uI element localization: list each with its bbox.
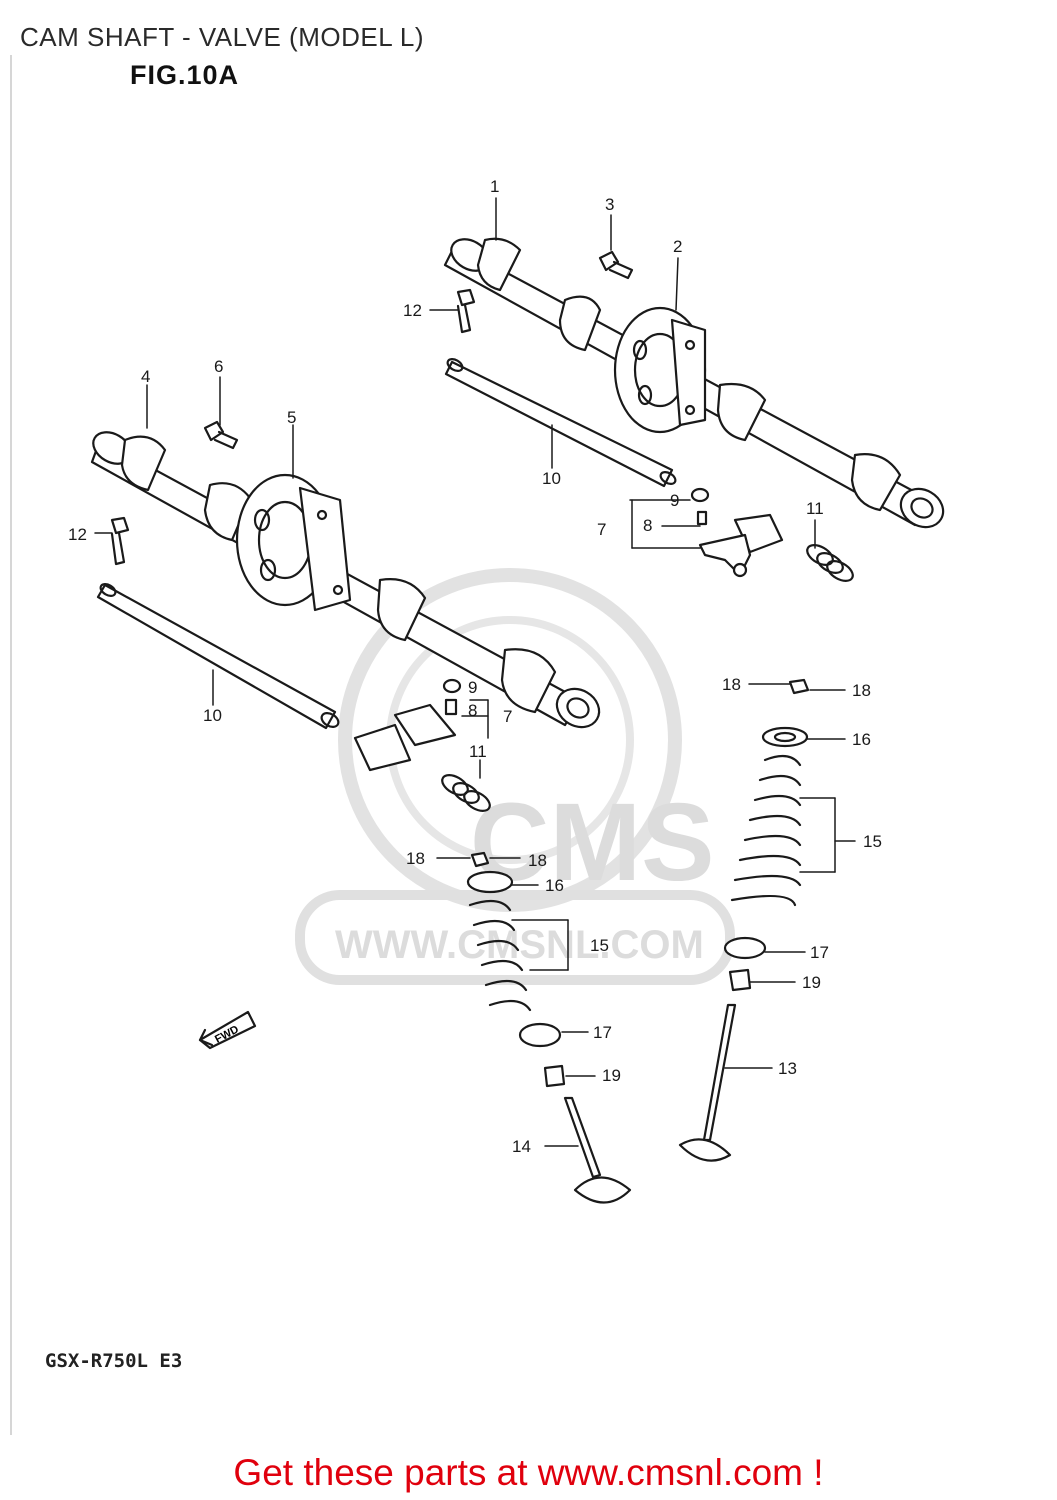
callout-label: 7 (597, 520, 606, 539)
spring-11-upper (806, 544, 854, 582)
bolt-3 (598, 250, 634, 280)
callout-label: 18 (528, 851, 547, 870)
callout-label: 2 (673, 237, 682, 256)
callout-label: 19 (802, 973, 821, 992)
callout-label: 18 (722, 675, 741, 694)
valve-stack-left (466, 851, 632, 1204)
callout-label: 8 (643, 516, 652, 535)
page-title: CAM SHAFT - VALVE (MODEL L) (20, 22, 425, 52)
sprocket-upper (613, 306, 707, 434)
callout-label: 18 (852, 681, 871, 700)
page-frame-rule (10, 55, 12, 1435)
rocker-arm-lower (353, 678, 462, 772)
fwd-label: FWD (213, 1023, 241, 1045)
callout-label: 17 (593, 1023, 612, 1042)
callout-label: 8 (468, 701, 477, 720)
callout-label: 5 (287, 408, 296, 427)
callout-label: 1 (490, 177, 499, 196)
figure-title: FIG.10A (130, 60, 240, 90)
callout-label: 6 (214, 357, 223, 376)
sprocket-lower (235, 473, 352, 612)
bolt-6 (203, 420, 239, 450)
valve-stack-right (678, 678, 810, 1162)
footer-cta-link[interactable]: Get these parts at www.cmsnl.com ! (233, 1452, 824, 1493)
callout-label: 10 (203, 706, 222, 725)
callout-label: 9 (670, 491, 679, 510)
model-code: GSX-R750L E3 (45, 1350, 183, 1372)
callout-label: 12 (403, 301, 422, 320)
callout-label: 11 (469, 742, 487, 761)
callout-label: 4 (141, 367, 150, 386)
callout-label: 16 (545, 876, 564, 895)
callout-label: 14 (512, 1137, 531, 1156)
callout-label: 3 (605, 195, 614, 214)
callout-label: 12 (68, 525, 87, 544)
callout-label: 11 (806, 499, 824, 518)
rocker-arm-upper (690, 487, 784, 578)
callout-label: 16 (852, 730, 871, 749)
bolt-12-lower (110, 516, 130, 566)
callout-labels: 1 2 3 12 10 9 8 7 11 4 6 5 12 10 9 8 7 1… (68, 177, 882, 1156)
callout-label: 15 (590, 936, 609, 955)
callout-label: 13 (778, 1059, 797, 1078)
spring-11-lower (441, 774, 491, 812)
callout-label: 10 (542, 469, 561, 488)
rocker-shaft-lower (96, 583, 340, 730)
bolt-12-upper (456, 288, 476, 334)
callout-label: 9 (468, 678, 477, 697)
callout-label: 7 (503, 707, 512, 726)
leader-lines (94, 197, 856, 1147)
callout-label: 19 (602, 1066, 621, 1085)
footer-cta: Get these parts at www.cmsnl.com ! (0, 1452, 1057, 1494)
callout-label: 18 (406, 849, 425, 868)
callout-label: 17 (810, 943, 829, 962)
fwd-arrow-icon (198, 1010, 257, 1050)
rocker-shaft-upper (444, 358, 677, 488)
watermark-url: WWW.CMSNL.COM (335, 923, 704, 967)
callout-label: 15 (863, 832, 882, 851)
